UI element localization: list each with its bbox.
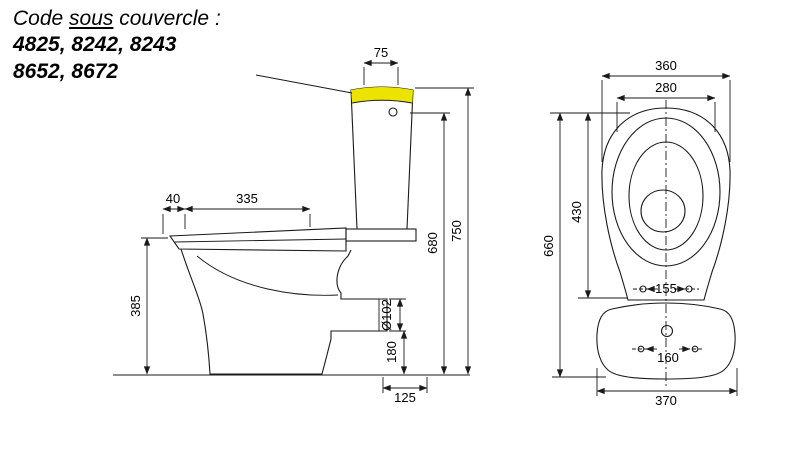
code-note-prefix: Code bbox=[13, 7, 70, 30]
code-leader-line bbox=[255, 74, 353, 94]
dim-label-outlet-offset: 125 bbox=[394, 390, 416, 405]
dim-seat-setback: 40 bbox=[162, 191, 186, 234]
dim-total-depth: 660 bbox=[541, 112, 606, 378]
drain-cap bbox=[660, 324, 674, 338]
side-view: 75 40 335 385 bbox=[113, 45, 474, 405]
dim-outlet-offset: 125 bbox=[382, 377, 428, 405]
code-note: Code sous couvercle : 4825, 8242, 8243 8… bbox=[13, 6, 221, 85]
base-outline-top bbox=[596, 302, 736, 380]
dim-label-seat-length: 335 bbox=[236, 191, 258, 206]
dim-lid-width: 75 bbox=[363, 45, 399, 85]
dim-label-bowl-length: 430 bbox=[569, 201, 584, 223]
dim-label-outlet-height: 180 bbox=[384, 341, 399, 363]
dim-hinge-hole-spacing: 155 bbox=[646, 281, 686, 296]
dim-label-seat-width: 280 bbox=[655, 80, 677, 95]
dim-seat-length: 335 bbox=[184, 191, 311, 227]
seat-lid-profile bbox=[168, 227, 347, 252]
dim-label-height-to-button: 680 bbox=[425, 232, 440, 254]
dim-label-bowl-height: 385 bbox=[128, 295, 143, 317]
cistern-lid-highlight bbox=[351, 87, 413, 103]
code-note-title: Code sous couvercle : bbox=[13, 6, 221, 32]
dim-label-width-max: 360 bbox=[655, 58, 677, 73]
dim-bowl-length: 430 bbox=[550, 112, 630, 299]
top-view: 155 160 360 bbox=[541, 58, 738, 408]
dim-label-hinge-hole-spacing: 155 bbox=[655, 281, 677, 296]
code-list-line-2: 8652, 8672 bbox=[13, 59, 119, 83]
seat-split-line bbox=[174, 238, 347, 243]
dim-label-lid-width: 75 bbox=[374, 45, 388, 60]
code-note-suffix: couvercle : bbox=[113, 7, 221, 30]
dim-label-seat-setback: 40 bbox=[166, 191, 180, 206]
dim-total-height: 750 bbox=[415, 87, 474, 375]
cistern-lid-joint bbox=[352, 99, 412, 104]
flush-button bbox=[388, 107, 398, 117]
dim-label-total-height: 750 bbox=[449, 220, 464, 242]
dim-bowl-height: 385 bbox=[128, 237, 168, 375]
dim-label-outlet-diameter: Ø102 bbox=[379, 299, 394, 331]
bowl-pedestal-profile bbox=[180, 248, 388, 375]
bowl-cavity-line bbox=[196, 255, 339, 296]
bowl-hole bbox=[640, 189, 686, 233]
dim-label-fixing-hole-spacing: 160 bbox=[657, 350, 679, 365]
dim-height-to-button: 680 bbox=[410, 112, 450, 375]
code-note-underlined-word: sous bbox=[69, 7, 114, 30]
dim-label-base-width: 370 bbox=[655, 393, 677, 408]
dim-outlet-diameter: Ø102 bbox=[379, 298, 406, 332]
dim-label-total-depth: 660 bbox=[541, 235, 556, 257]
dim-seat-width: 280 bbox=[616, 80, 716, 132]
dim-outlet-height: 180 bbox=[384, 330, 408, 375]
code-list-line-1: 4825, 8242, 8243 bbox=[13, 33, 177, 57]
dim-fixing-hole-spacing: 160 bbox=[645, 345, 691, 365]
cistern-outline bbox=[350, 86, 414, 230]
cistern-base-plate bbox=[345, 228, 417, 242]
dim-width-max: 360 bbox=[601, 58, 731, 162]
dim-base-width: 370 bbox=[596, 368, 738, 408]
